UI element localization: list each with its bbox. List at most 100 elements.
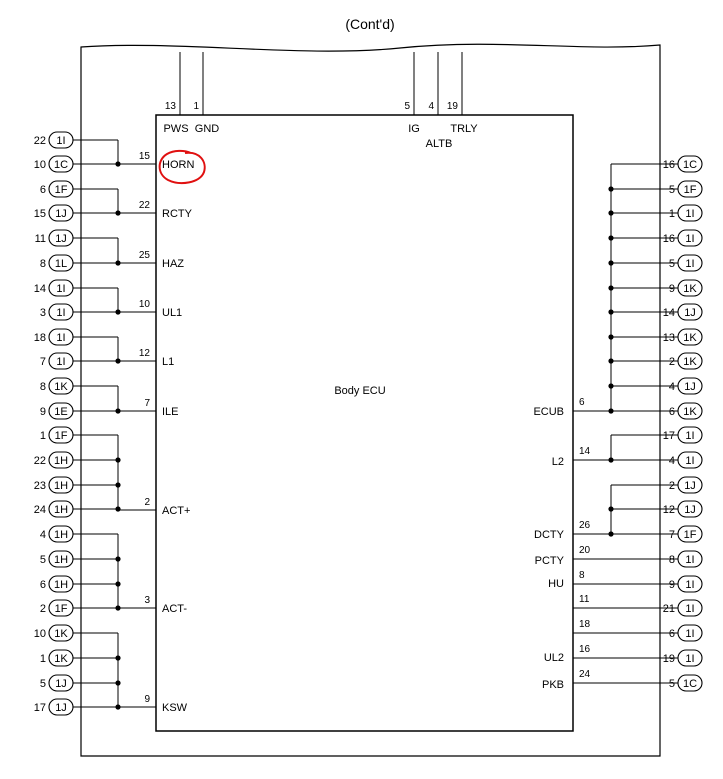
junction-dot [608,285,614,291]
connector-pin-number: 19 [663,653,675,665]
connector-terminal: 1E9 [40,402,74,420]
junction-dot [115,680,121,686]
right-pin-number: 20 [579,545,591,556]
connector-id: 1H [54,554,68,566]
left-pin-number: 12 [139,348,151,359]
ecu-name: Body ECU [334,385,385,397]
junction-dot [115,704,121,710]
connector-terminal: 1I 21 [663,599,703,617]
connector-id: 1I [685,208,694,220]
connector-id: 1K [683,406,697,418]
right-pin-label: PCTY [535,555,565,567]
connector-pin-number: 7 [40,356,46,368]
connector-terminal: 1C5 [669,674,703,692]
junction-dot [608,408,614,414]
connector-terminal: 1H6 [40,575,74,593]
connector-pin-number: 12 [663,504,675,516]
connector-pin-number: 9 [669,283,675,295]
junction-dot [608,186,614,192]
connector-id: 1I [685,653,694,665]
right-pin-number: 18 [579,619,591,630]
connector-id: 1J [55,678,67,690]
connector-id: 1K [54,653,68,665]
right-pin-number: 14 [579,446,591,457]
connector-terminal: 1J 12 [663,500,703,518]
left-pin-label: KSW [162,702,188,714]
connector-pin-number: 17 [34,702,46,714]
top-pin-number: 13 [165,101,177,112]
connector-terminal: 1H4 [40,525,74,543]
connector-id: 1K [683,283,697,295]
connector-terminal: 1J4 [669,377,703,395]
connector-id: 1H [54,579,68,591]
junction-dot [115,210,121,216]
connector-id: 1J [684,307,696,319]
junction-dot [115,605,121,611]
junction-dot [608,358,614,364]
connector-pin-number: 9 [40,406,46,418]
left-pin-number: 15 [139,151,151,162]
connector-id: 1I [685,233,694,245]
connector-pin-number: 4 [669,455,675,467]
connector-id: 1H [54,504,68,516]
junction-dot [115,408,121,414]
connector-pin-number: 10 [34,159,46,171]
left-pin-number: 2 [144,497,150,508]
connector-pin-number: 5 [669,258,675,270]
left-pin-number: 22 [139,200,151,211]
right-pin-number: 24 [579,669,591,680]
connector-terminal: 1L8 [40,254,74,272]
left-pin-label: ILE [162,406,179,418]
connector-terminal: 1H 5 [40,550,74,568]
connector-pin-number: 16 [663,159,675,171]
connector-id: 1J [684,504,696,516]
connector-id: 1F [55,430,68,442]
connector-terminal: 1I 19 [663,649,703,667]
connector-id: 1I [56,283,65,295]
connector-id: 1H [54,455,68,467]
connector-pin-number: 22 [34,455,46,467]
connector-pin-number: 2 [669,356,675,368]
junction-dot [608,531,614,537]
left-pin-label: HORN [162,159,194,171]
horn-highlight-circle [158,149,206,185]
horn-highlight [158,149,206,185]
connector-terminal: 1I1 [669,204,703,222]
connector-pin-number: 6 [669,628,675,640]
connector-id: 1J [55,702,67,714]
top-pin-label: GND [195,123,220,135]
connector-pin-number: 21 [663,603,675,615]
connector-pin-number: 2 [669,480,675,492]
connector-id: 1I [685,603,694,615]
right-pin-label: UL2 [544,652,564,664]
junction-dot [608,383,614,389]
outer-frame [80,43,661,757]
diagram-title: (Cont'd) [345,16,394,32]
right-pin-label: L2 [552,456,564,468]
connector-pin-number: 5 [40,554,46,566]
connector-pin-number: 1 [40,430,46,442]
connector-id: 1J [55,208,67,220]
connector-terminal: 1J 17 [34,698,74,716]
top-pin-label: ALTB [426,138,453,150]
connector-terminal: 1K 9 [669,279,703,297]
top-pin-number: 1 [193,101,199,112]
connector-id: 1I [685,455,694,467]
junction-dot [608,334,614,340]
left-pin-label: L1 [162,356,174,368]
junction-dot [115,457,121,463]
connector-pin-number: 3 [40,307,46,319]
left-pin-number: 7 [144,398,150,409]
connector-id: 1K [683,356,697,368]
connector-terminal: 1I7 [40,352,74,370]
connector-pin-number: 17 [663,430,675,442]
junction-dot [115,655,121,661]
